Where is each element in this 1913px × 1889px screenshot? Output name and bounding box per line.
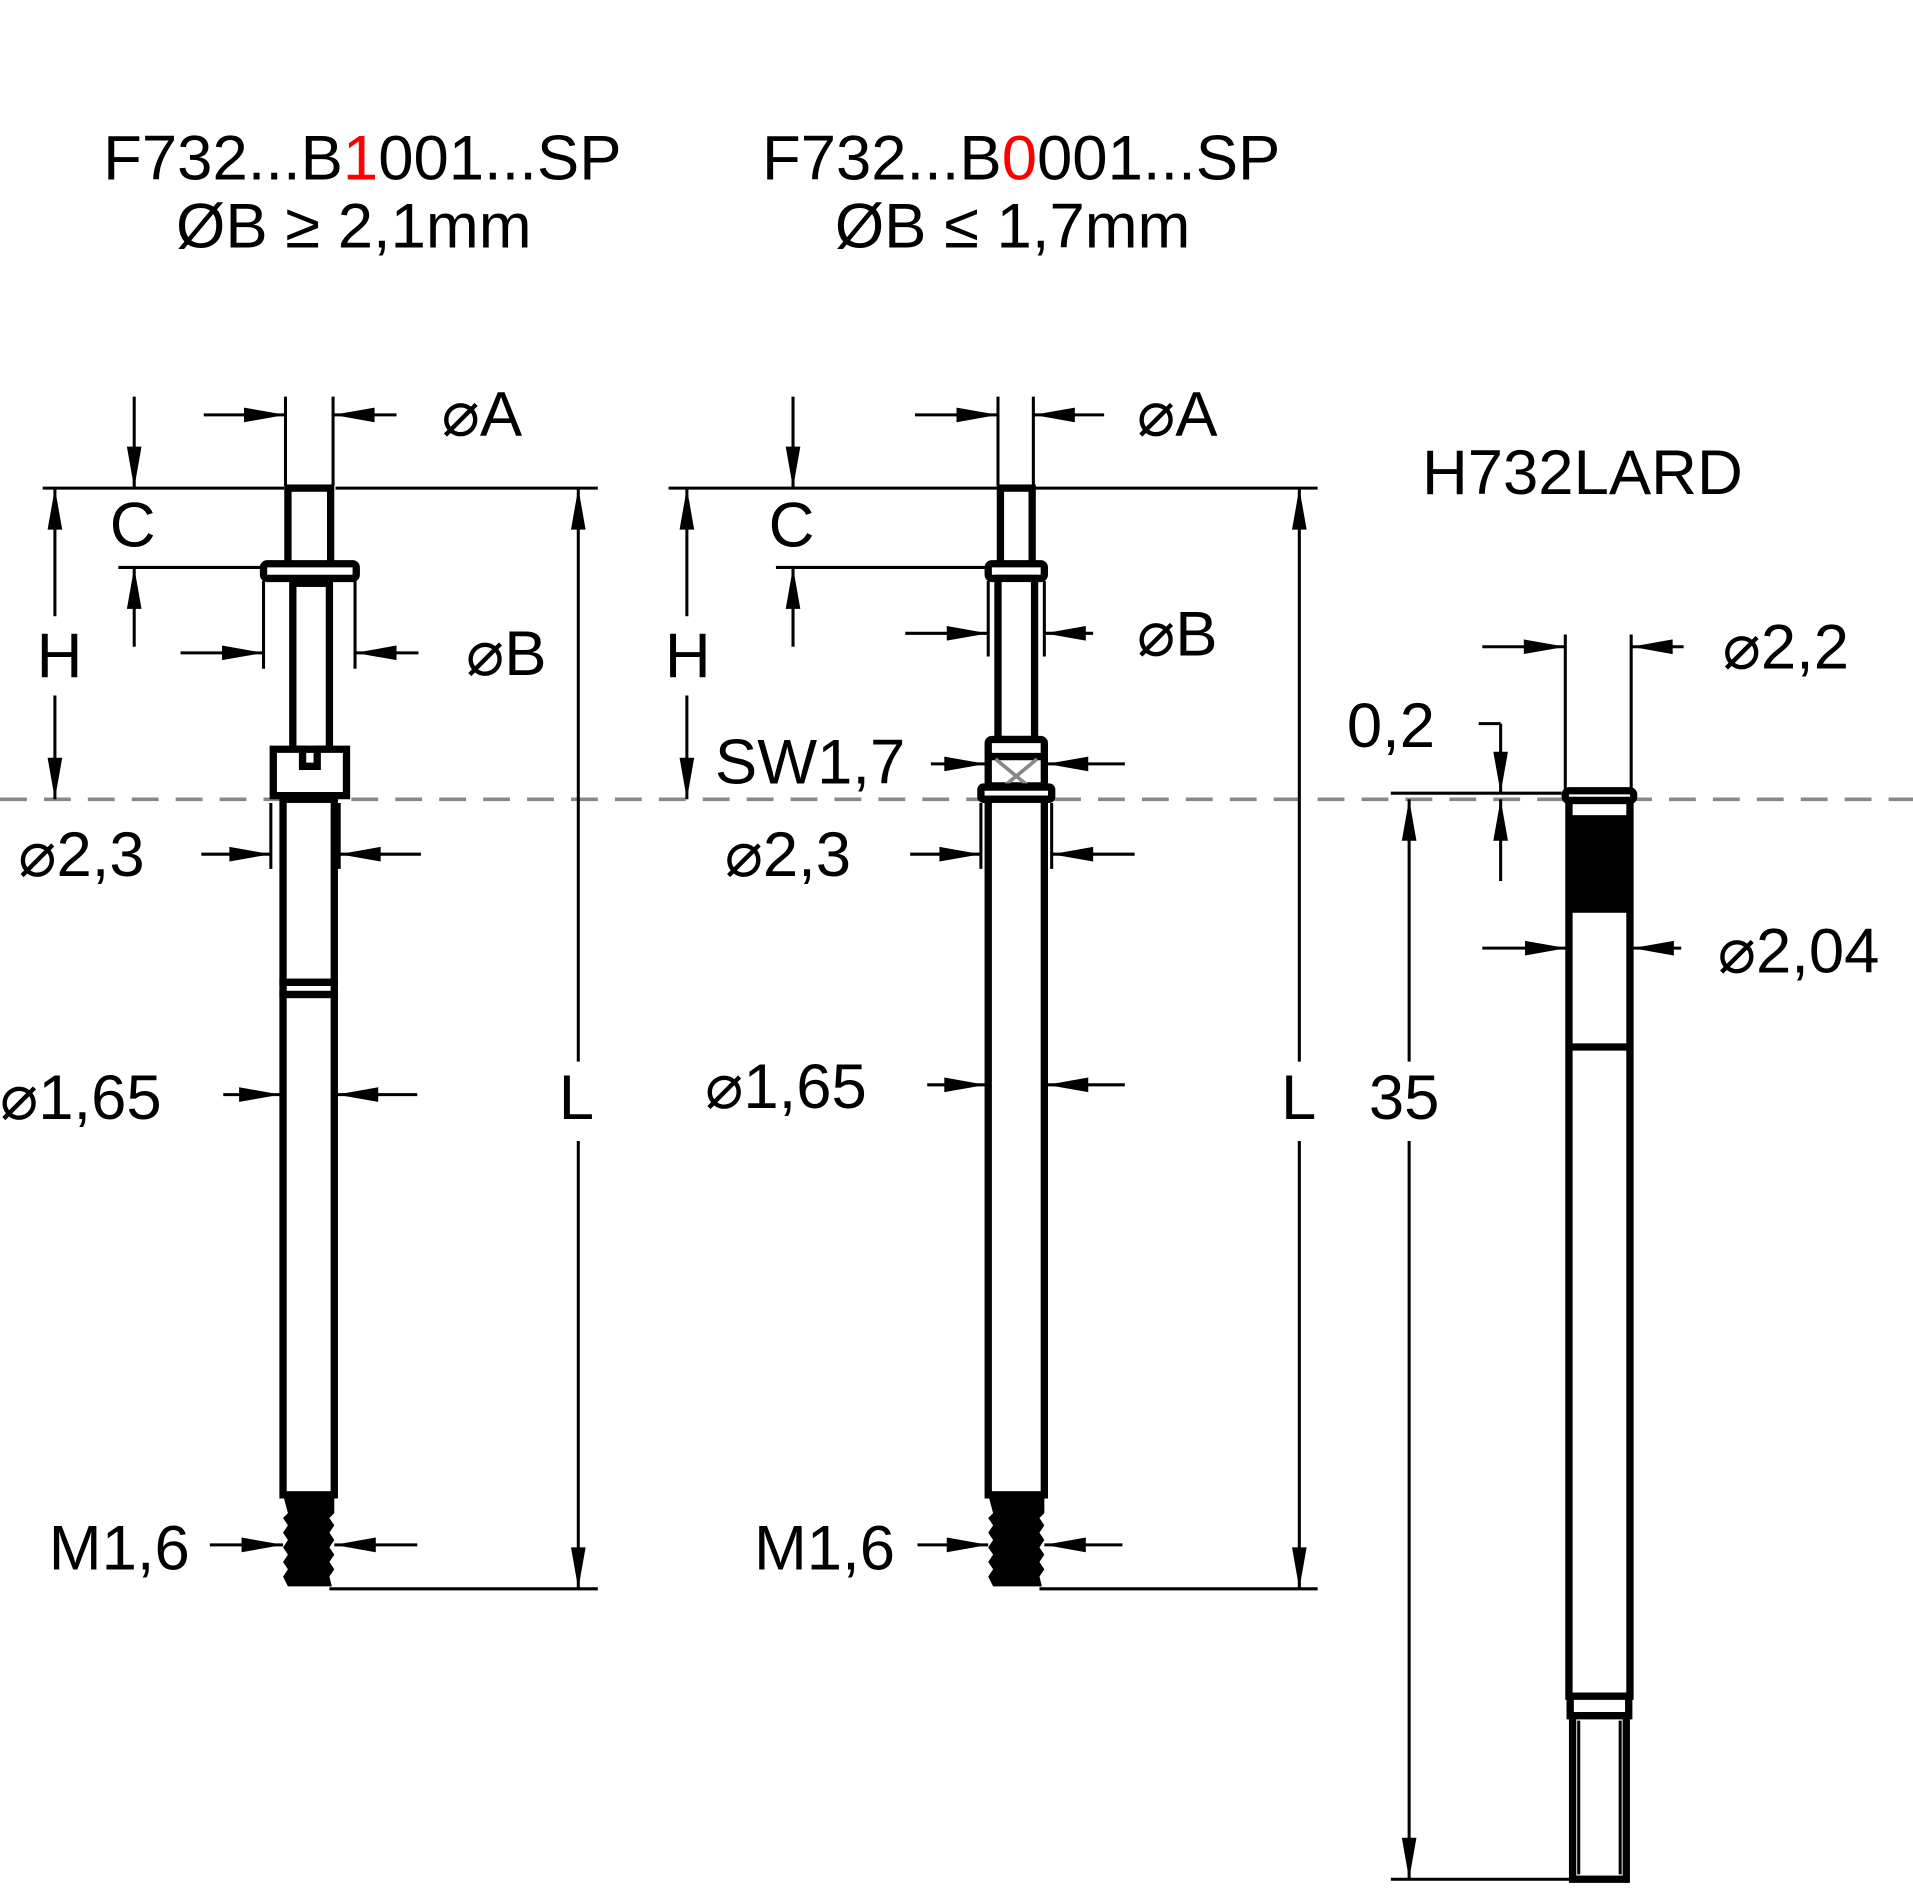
dim-label-sw: SW1,7 (715, 727, 905, 797)
title-prefix: F732...B (103, 123, 343, 193)
dim-label-dia-2-3: ⌀2,3 (725, 820, 851, 890)
dim-label-dia-b: ⌀B (466, 619, 547, 689)
dim-label-thread: M1,6 (49, 1513, 190, 1583)
condition-label: ØB ≥ 2,1mm (176, 192, 532, 262)
thread-icon (283, 1494, 335, 1587)
dim-label-dia-1-65: ⌀1,65 (705, 1052, 867, 1122)
condition-label: ØB ≤ 1,7mm (835, 192, 1191, 262)
receptacle-drawing: ⌀2,2 0,2 ⌀2,04 35 (1347, 613, 1880, 1883)
dim-label-dia-a: ⌀A (1137, 380, 1218, 450)
dim-label-dia-a: ⌀A (442, 380, 523, 450)
diameter-icon: ⌀ (0, 1063, 38, 1133)
diameter-icon: ⌀ (1718, 917, 1756, 987)
diameter-icon: ⌀ (725, 820, 763, 890)
dim-label-l: L (559, 1063, 594, 1133)
diameter-icon: ⌀ (705, 1052, 743, 1122)
title-suffix: 001...SP (1037, 123, 1280, 193)
diameter-icon: ⌀ (442, 380, 480, 450)
dim-label-thread: M1,6 (754, 1513, 895, 1583)
diameter-icon: ⌀ (1137, 380, 1175, 450)
dim-label-dia-2-04: ⌀2,04 (1718, 917, 1880, 987)
dim-label-dia-2-2: ⌀2,2 (1723, 613, 1849, 683)
title-highlight-digit: 1 (343, 123, 378, 193)
title-receptacle: H732LARD (1422, 438, 1743, 508)
probe-drawing-0001: ⌀A C H ⌀B SW1,7 (665, 380, 1318, 1591)
dim-label-dia-b: ⌀B (1137, 599, 1218, 669)
svg-text:F732...B0001...SP: F732...B0001...SP (762, 123, 1280, 193)
dim-label-length: 35 (1369, 1063, 1440, 1133)
title-highlight-digit: 0 (1002, 123, 1037, 193)
diameter-icon: ⌀ (1723, 613, 1761, 683)
probe-drawing-1001: ⌀A C H ⌀B ⌀2,3 (0, 380, 598, 1591)
title-prefix: F732...B (762, 123, 1002, 193)
svg-text:F732...B1001...SP: F732...B1001...SP (103, 123, 621, 193)
dim-label-c: C (769, 491, 815, 561)
title-suffix: 001...SP (378, 123, 621, 193)
dim-label-l: L (1281, 1063, 1316, 1133)
diameter-icon: ⌀ (18, 820, 56, 890)
dim-label-h: H (37, 621, 83, 691)
title-variant-0001: F732...B0001...SP ØB ≤ 1,7mm (762, 123, 1280, 261)
dim-label-dia-2-3: ⌀2,3 (18, 820, 144, 890)
dim-label-c: C (110, 491, 156, 561)
diameter-icon: ⌀ (1137, 599, 1175, 669)
title-variant-1001: F732...B1001...SP ØB ≥ 2,1mm (103, 123, 621, 261)
dim-label-h: H (665, 621, 711, 691)
thread-icon (988, 1494, 1045, 1587)
dim-label-offset: 0,2 (1347, 691, 1435, 761)
diameter-icon: ⌀ (466, 619, 504, 689)
dim-label-dia-1-65: ⌀1,65 (0, 1063, 162, 1133)
